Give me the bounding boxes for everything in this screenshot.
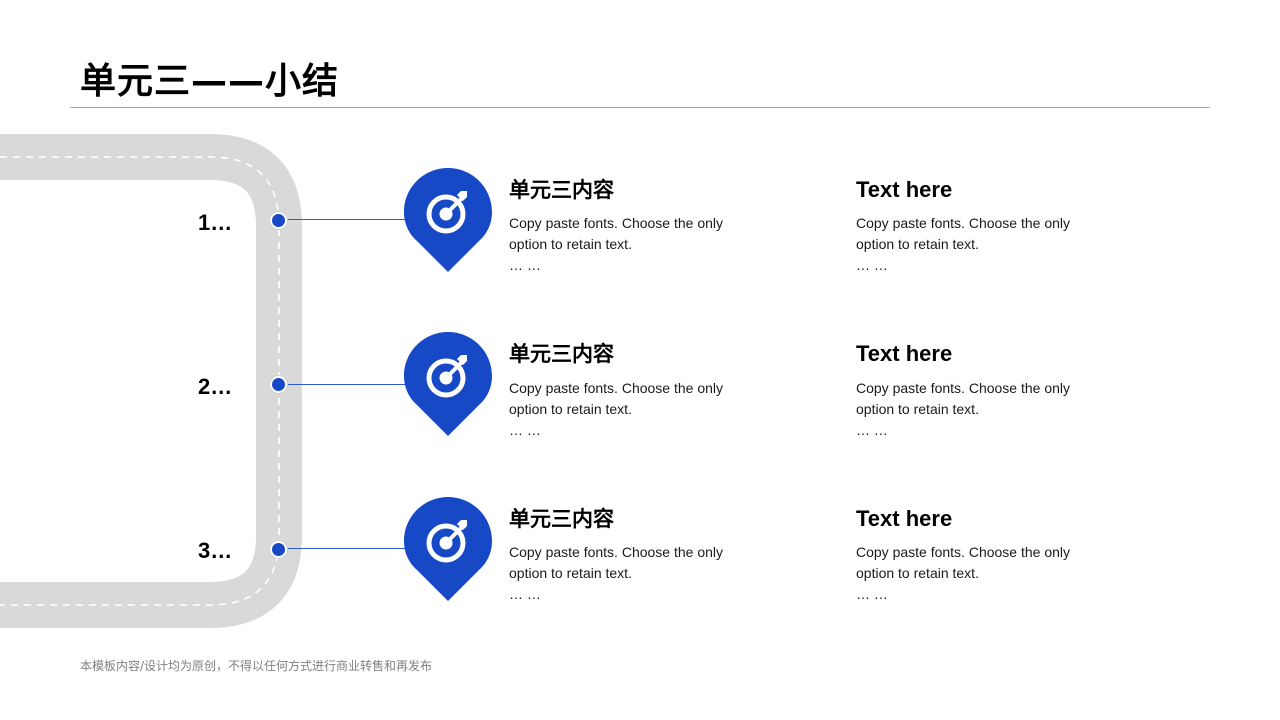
body-line: Copy paste fonts. Choose the only [509, 544, 724, 560]
body-line: Copy paste fonts. Choose the only [856, 215, 1071, 231]
body-line: Copy paste fonts. Choose the only [509, 215, 724, 231]
copyright-footer: 本模板内容/设计均为原创，不得以任何方式进行商业转售和再发布 [80, 659, 433, 673]
step-number-3: 3… [198, 538, 233, 563]
target-arrow-icon [404, 497, 492, 601]
connector-line-3 [278, 548, 408, 549]
body-ellipsis: … … [509, 586, 541, 602]
connector-line-1 [278, 219, 408, 220]
step-number-1: 1… [198, 210, 233, 235]
body-ellipsis: … … [509, 257, 541, 273]
item-title-left-3: 单元三内容 [509, 507, 614, 531]
connector-line-2 [278, 384, 408, 385]
page-title: 单元三——小结 [80, 61, 340, 102]
road-marker-dot-3 [270, 541, 287, 558]
item-title-right-1: Text here [856, 177, 953, 202]
title-divider [70, 107, 1210, 108]
item-title-left-2: 单元三内容 [509, 342, 614, 366]
item-body-left-2: Copy paste fonts. Choose the only option… [509, 378, 749, 441]
body-ellipsis: … … [856, 586, 888, 602]
item-body-left-1: Copy paste fonts. Choose the only option… [509, 213, 749, 276]
road-marker-dot-1 [270, 212, 287, 229]
body-line: option to retain text. [856, 565, 979, 581]
step-number-2: 2… [198, 374, 233, 399]
target-arrow-icon [404, 332, 492, 436]
body-line: option to retain text. [509, 565, 632, 581]
item-body-right-3: Copy paste fonts. Choose the only option… [856, 542, 1096, 605]
body-line: Copy paste fonts. Choose the only [509, 380, 724, 396]
body-line: option to retain text. [509, 401, 632, 417]
body-line: option to retain text. [856, 401, 979, 417]
item-body-right-2: Copy paste fonts. Choose the only option… [856, 378, 1096, 441]
body-line: option to retain text. [509, 236, 632, 252]
body-line: option to retain text. [856, 236, 979, 252]
item-title-left-1: 单元三内容 [509, 178, 614, 202]
target-arrow-icon [404, 168, 492, 272]
item-title-right-3: Text here [856, 506, 953, 531]
body-line: Copy paste fonts. Choose the only [856, 380, 1071, 396]
item-body-right-1: Copy paste fonts. Choose the only option… [856, 213, 1096, 276]
body-line: Copy paste fonts. Choose the only [856, 544, 1071, 560]
body-ellipsis: … … [856, 257, 888, 273]
item-title-right-2: Text here [856, 341, 953, 366]
item-body-left-3: Copy paste fonts. Choose the only option… [509, 542, 749, 605]
body-ellipsis: … … [856, 422, 888, 438]
road-marker-dot-2 [270, 376, 287, 393]
body-ellipsis: … … [509, 422, 541, 438]
